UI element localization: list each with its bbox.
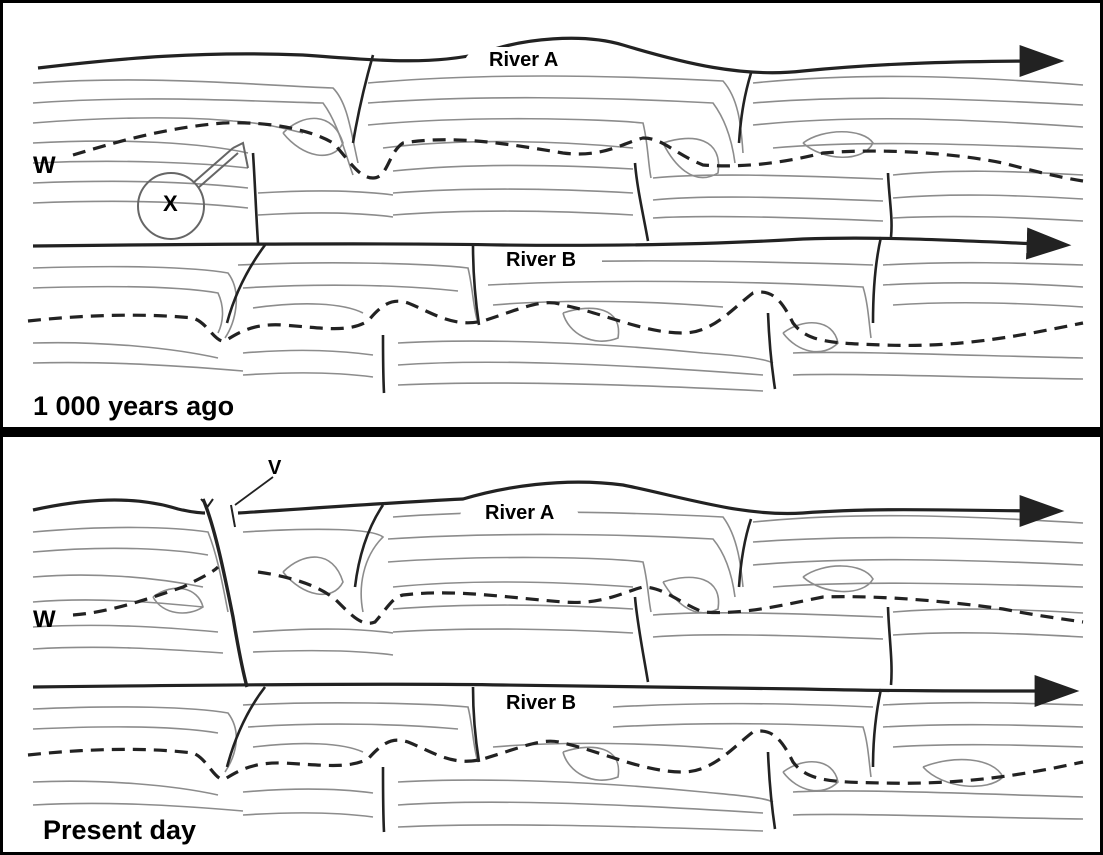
contour-lines-lower: [33, 261, 1083, 391]
contour-lines-upper: [33, 76, 1083, 221]
river-a-line-present: [33, 500, 205, 513]
panel-1000-years-ago: River A River B W X 1 000 years ago: [0, 0, 1103, 430]
tributary-streams-present: [227, 505, 892, 832]
panel-present-day: River A River B W V Present day: [0, 430, 1103, 855]
river-b-label-present: River B: [480, 690, 602, 717]
contour-lines-lower-present: [33, 703, 1083, 831]
river-a-label: River A: [463, 47, 584, 74]
label-x: X: [163, 191, 178, 217]
river-b-line: [33, 238, 1065, 246]
label-w: W: [33, 152, 56, 180]
panel-title-past: 1 000 years ago: [29, 391, 238, 422]
panel-title-present: Present day: [39, 815, 200, 846]
watershed-lower-line: [28, 292, 1083, 345]
label-w-present: W: [33, 606, 56, 634]
watershed-w-line-present: [73, 567, 218, 615]
river-b-label: River B: [480, 247, 602, 274]
river-a-label-present: River A: [459, 500, 580, 527]
contour-lines-upper-present: [33, 512, 1083, 655]
river-a-line-present-main: [238, 482, 1058, 513]
label-v: V: [268, 457, 281, 480]
watershed-lower-line-present: [28, 731, 1083, 783]
v-pointer-line: [235, 477, 273, 505]
